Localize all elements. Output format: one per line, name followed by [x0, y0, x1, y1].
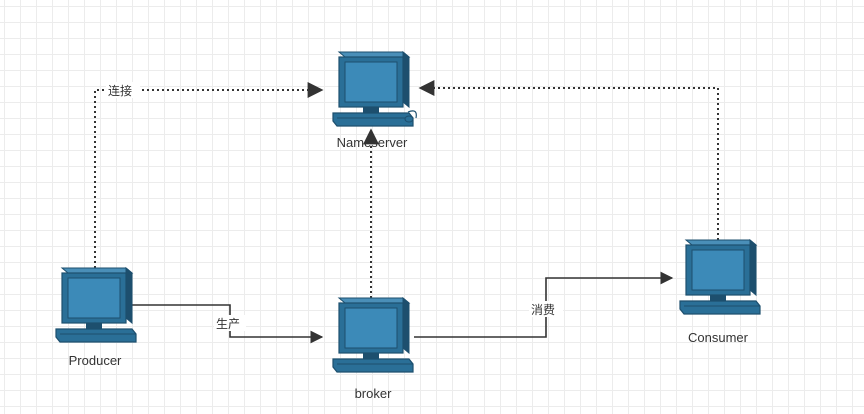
- edge-label-connect: 连接: [108, 83, 132, 98]
- desktop-computer-icon: [679, 239, 761, 315]
- edge-consumer-nameserver: [418, 80, 719, 240]
- node-label-producer: Producer: [69, 353, 122, 368]
- node-broker[interactable]: broker: [332, 297, 414, 401]
- edge-label-produce: 生产: [216, 317, 240, 331]
- node-nameserver[interactable]: Nameserver: [332, 51, 417, 150]
- node-label-nameserver: Nameserver: [337, 135, 408, 150]
- desktop-computer-icon: [332, 297, 414, 373]
- edge-labels-group: 连接 生产 消费: [106, 82, 563, 331]
- node-consumer[interactable]: Consumer: [679, 239, 761, 345]
- node-producer[interactable]: Producer: [55, 267, 137, 368]
- edge-producer-nameserver: [94, 82, 324, 268]
- desktop-computer-icon: [332, 51, 414, 127]
- node-label-consumer: Consumer: [688, 330, 749, 345]
- desktop-computer-icon: [55, 267, 137, 343]
- node-label-broker: broker: [355, 386, 393, 401]
- edge-label-consume: 消费: [531, 303, 555, 317]
